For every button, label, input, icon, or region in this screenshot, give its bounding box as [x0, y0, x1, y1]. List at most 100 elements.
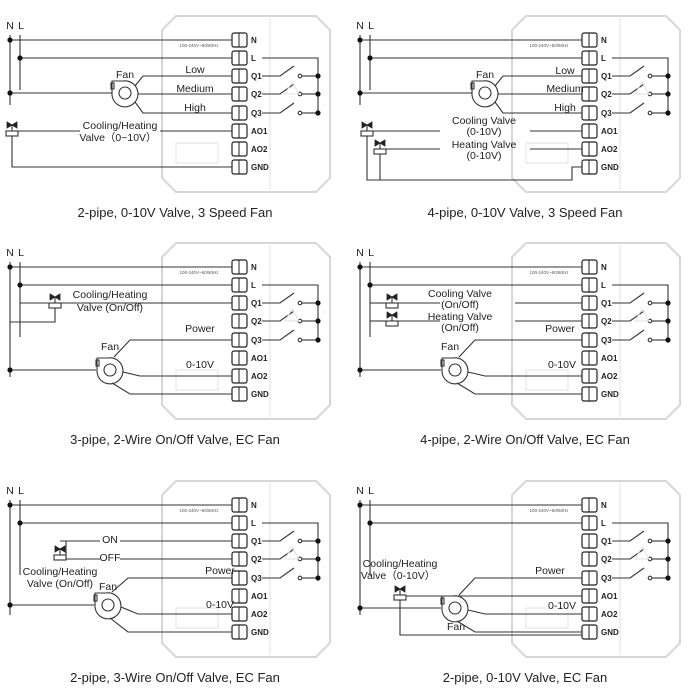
terminal-label-ao2: AO2 — [251, 145, 268, 154]
terminal-label-n: N — [251, 36, 257, 45]
signal-wire — [467, 371, 582, 377]
terminal-label-l: L — [601, 54, 606, 63]
relay-switch — [612, 548, 645, 560]
terminal-label-q2: Q2 — [601, 317, 612, 326]
junction-dot — [357, 37, 363, 43]
gnd-wire — [456, 620, 582, 633]
terminal-label-gnd: GND — [601, 163, 619, 172]
terminal-label-n: N — [251, 501, 257, 510]
voltage-rating: 100-240V~50/60Hz — [530, 43, 570, 48]
junction-dot — [17, 55, 23, 61]
wire — [399, 600, 583, 636]
relay-switch — [612, 530, 645, 542]
wire-label: Fan — [441, 341, 459, 353]
warning-icon — [634, 546, 650, 560]
thermostat-outline — [161, 15, 331, 193]
terminal-label-gnd: GND — [251, 163, 269, 172]
terminal-label-ao2: AO2 — [601, 145, 618, 154]
terminal-label-q2: Q2 — [251, 90, 262, 99]
terminal-label-ao1: AO1 — [601, 354, 618, 363]
terminal-label-q1: Q1 — [601, 537, 612, 546]
junction-dot — [665, 73, 671, 79]
valve-icon — [385, 311, 399, 327]
sensor-port — [175, 369, 219, 391]
gnd-wire — [11, 136, 232, 168]
terminal-label-ao2: AO2 — [251, 610, 268, 619]
junction-dot — [7, 264, 13, 270]
wire-label: Cooling/Heating — [73, 289, 148, 301]
thermostat-outline — [161, 242, 331, 420]
panel-title: 2-pipe, 0-10V Valve, EC Fan — [443, 670, 608, 685]
gnd-wire — [111, 382, 232, 395]
junction-dot — [357, 605, 363, 611]
live-label: L — [368, 20, 374, 32]
neutral-label: N — [356, 247, 364, 259]
terminal-label-l: L — [251, 281, 256, 290]
junction-dot — [665, 337, 671, 343]
low-wire — [494, 75, 582, 87]
live-label: L — [368, 247, 374, 259]
junction-dot — [665, 575, 671, 581]
terminal-label-ao2: AO2 — [601, 372, 618, 381]
junction-dot — [7, 602, 13, 608]
junction-dot — [315, 337, 321, 343]
relay-switch — [262, 548, 295, 560]
terminal-label-n: N — [601, 501, 607, 510]
terminal-label-ao1: AO1 — [251, 592, 268, 601]
wire-label: (0-10V) — [466, 126, 501, 138]
valve-icon — [385, 293, 399, 309]
valve-icon — [5, 121, 19, 137]
voltage-rating: 100-240V~50/60Hz — [180, 43, 220, 48]
sensor-port — [525, 369, 569, 391]
terminal-label-q1: Q1 — [601, 299, 612, 308]
terminal-label-q1: Q1 — [251, 72, 262, 81]
terminal-label-n: N — [251, 263, 257, 272]
junction-dot — [357, 367, 363, 373]
fan-icon — [470, 80, 499, 108]
junction-dot — [315, 300, 321, 306]
valve-icon — [53, 545, 67, 561]
relay-switch — [612, 310, 645, 322]
wire-label: Fan — [116, 69, 134, 81]
fan-icon — [440, 357, 469, 385]
wire-label: Fan — [476, 69, 494, 81]
thermostat-outline — [511, 480, 681, 658]
wire-label: (0-10V) — [466, 150, 501, 162]
warning-icon — [284, 308, 300, 322]
wire-label: High — [184, 102, 206, 114]
relay-switch — [262, 530, 295, 542]
high-wire — [494, 101, 582, 114]
wire-label: Low — [555, 65, 575, 77]
wire-label: Heating Valve — [452, 139, 517, 151]
junction-dot — [7, 367, 13, 373]
junction-dot — [357, 502, 363, 508]
wire-label: Cooling/Heating — [363, 558, 438, 570]
junction-dot — [7, 37, 13, 43]
low-wire — [134, 75, 232, 87]
terminal-label-q3: Q3 — [251, 109, 262, 118]
terminal-label-l: L — [601, 519, 606, 528]
fan-icon — [440, 595, 469, 623]
wire-label: 0-10V — [206, 599, 234, 611]
voltage-rating: 100-240V~50/60Hz — [530, 270, 570, 275]
junction-dot — [367, 55, 373, 61]
junction-dot — [367, 282, 373, 288]
warning-icon — [634, 308, 650, 322]
sensor-port — [175, 142, 219, 164]
junction-dot — [665, 300, 671, 306]
terminal-label-q3: Q3 — [251, 574, 262, 583]
junction-dot — [315, 91, 321, 97]
terminal-label-l: L — [601, 281, 606, 290]
terminal-label-q3: Q3 — [601, 574, 612, 583]
terminal-label-ao2: AO2 — [601, 610, 618, 619]
valve-icon — [393, 585, 407, 601]
wire-label: 0-10V — [548, 600, 576, 612]
power-wire — [111, 577, 232, 593]
junction-dot — [7, 502, 13, 508]
warning-icon — [284, 81, 300, 95]
valve-icon — [360, 121, 374, 137]
wire-label: Cooling/Heating — [23, 566, 98, 578]
junction-dot — [315, 575, 321, 581]
junction-dot — [315, 110, 321, 116]
